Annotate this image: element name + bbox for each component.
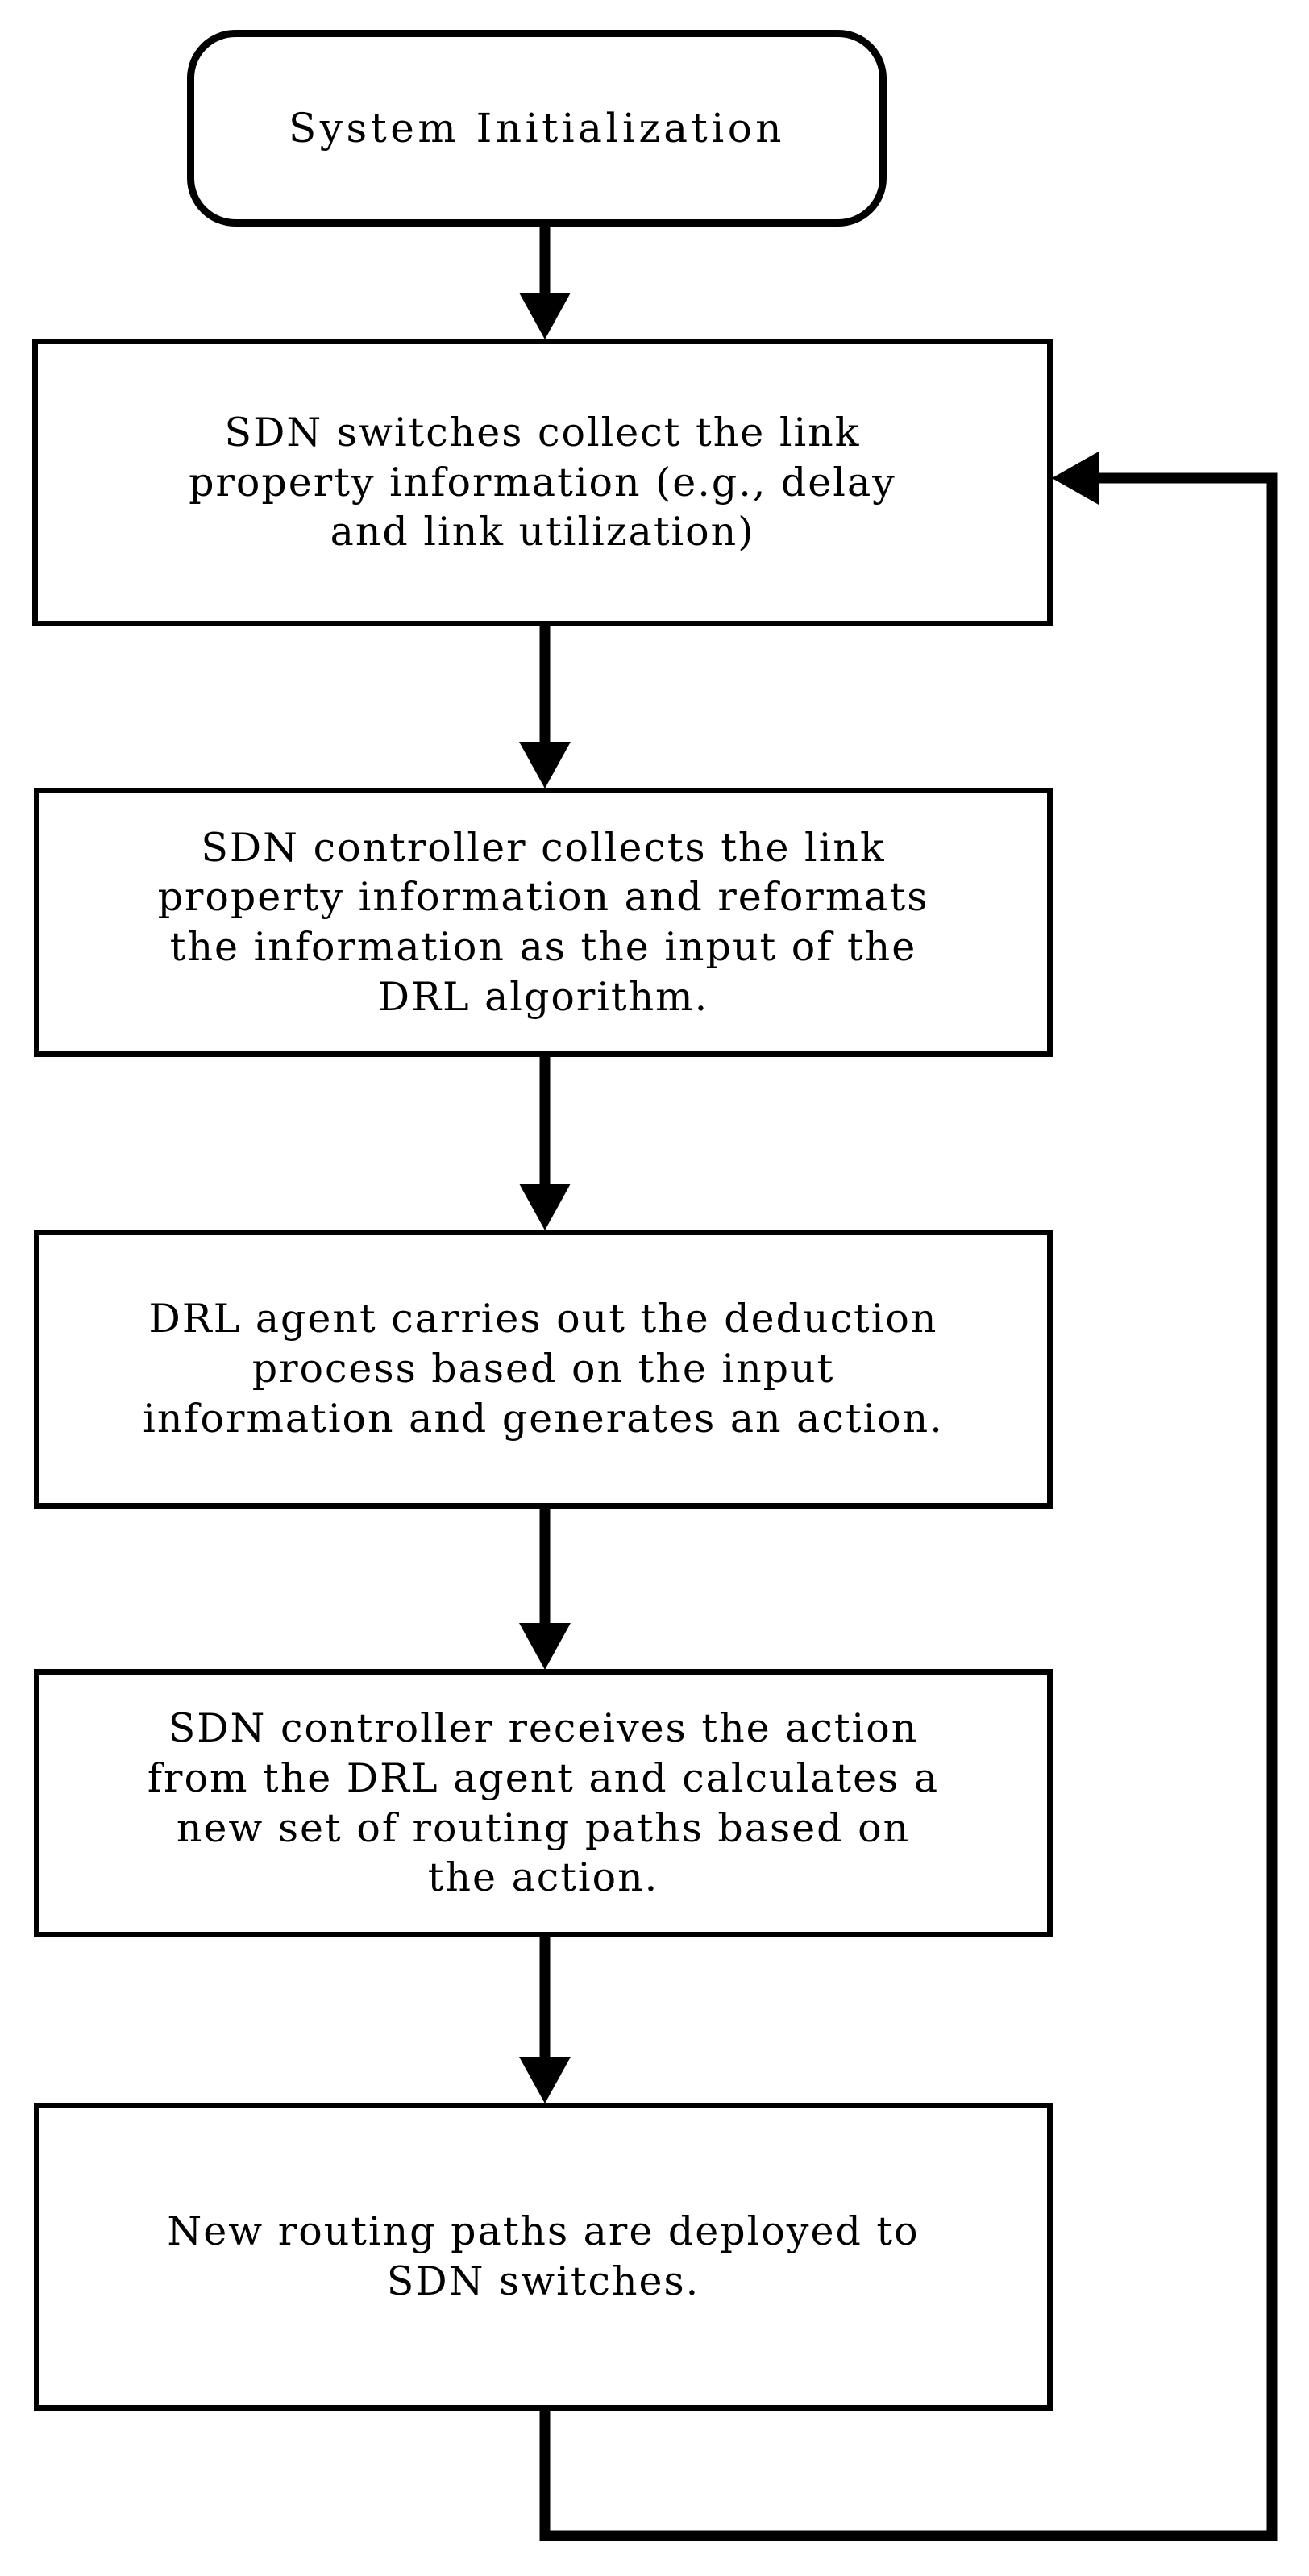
node-start-label: System Initialization xyxy=(288,104,785,152)
edge-step1-to-step2 xyxy=(519,626,571,789)
node-system-initialization[interactable]: System Initialization xyxy=(187,30,887,227)
edge-start-to-step1 xyxy=(519,227,571,339)
node-step1-label: SDN switches collect the link property i… xyxy=(189,409,896,556)
edge-step2-to-step3 xyxy=(519,1057,571,1230)
node-drl-agent-deduction[interactable]: DRL agent carries out the deduction proc… xyxy=(34,1230,1053,1509)
node-step2-label: SDN controller collects the link propert… xyxy=(157,824,929,1020)
edge-step3-to-step4 xyxy=(519,1509,571,1670)
edge-step4-to-step5 xyxy=(519,1937,571,2104)
node-sdn-switches-collect-link-property[interactable]: SDN switches collect the link property i… xyxy=(32,339,1053,626)
node-deploy-routing-paths[interactable]: New routing paths are deployed to SDN sw… xyxy=(34,2103,1053,2411)
node-step3-label: DRL agent carries out the deduction proc… xyxy=(143,1296,944,1442)
edge-step5-to-step1-feedback xyxy=(539,452,1278,2541)
node-step5-label: New routing paths are deployed to SDN sw… xyxy=(167,2208,920,2304)
node-sdn-controller-calculates-paths[interactable]: SDN controller receives the action from … xyxy=(34,1669,1053,1937)
node-sdn-controller-reformats-input[interactable]: SDN controller collects the link propert… xyxy=(34,788,1053,1057)
node-step4-label: SDN controller receives the action from … xyxy=(147,1705,940,1901)
